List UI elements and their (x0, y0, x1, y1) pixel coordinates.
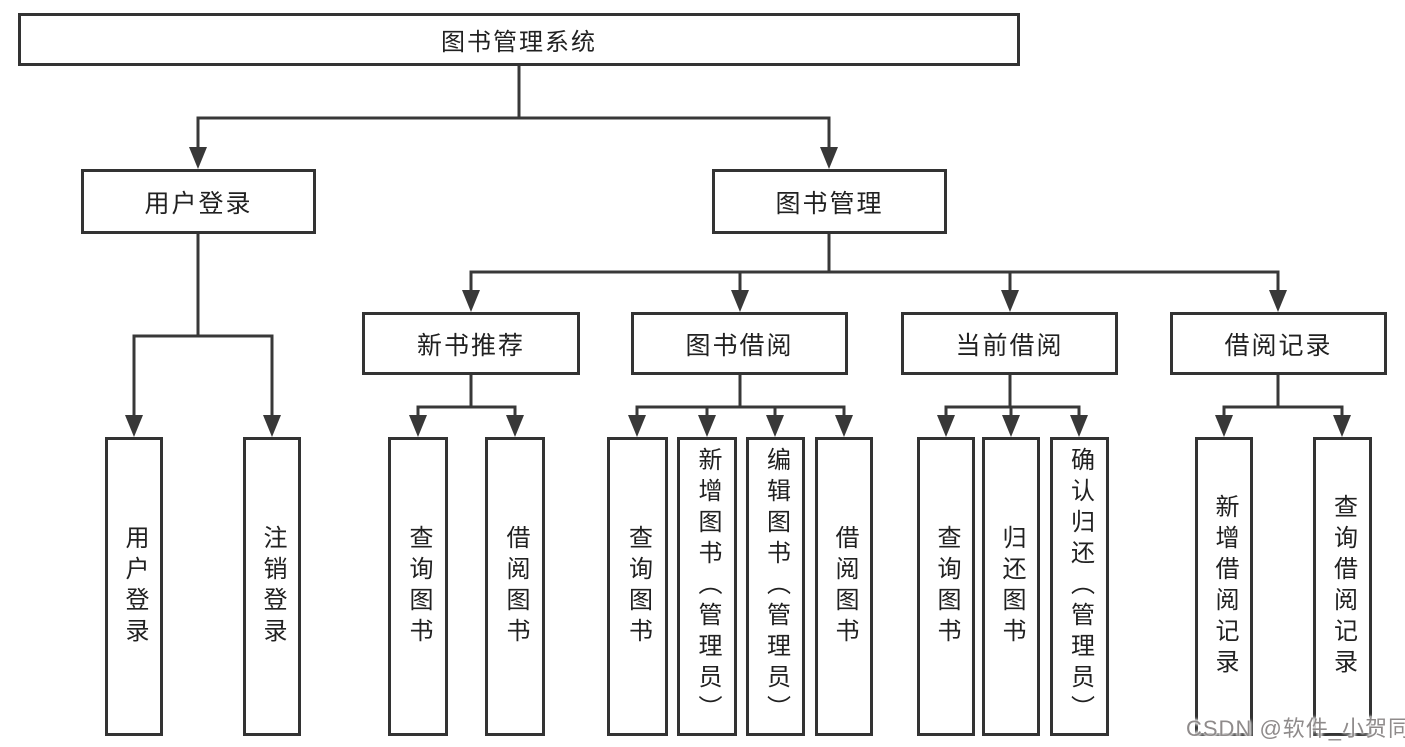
node-new-book-recommend: 新书推荐 (362, 312, 580, 375)
node-label: 图书管理 (775, 189, 884, 218)
node-label: 新增图书（管理员） (694, 447, 721, 726)
arrowhead (409, 415, 427, 437)
node-leaf-borrow-books-recommend: 借阅图书 (485, 437, 545, 736)
node-label: 新书推荐 (416, 331, 525, 360)
node-label: 归还图书 (998, 524, 1025, 649)
arrowhead (1001, 290, 1019, 312)
connector-borrowrecords-to-leaves (1222, 373, 1344, 420)
node-leaf-user-login: 用户登录 (105, 437, 163, 736)
node-leaf-query-books-current: 查询图书 (917, 437, 975, 736)
arrowhead (189, 147, 207, 169)
node-leaf-confirm-return-admin: 确认归还（管理员） (1050, 437, 1109, 736)
connector-bookmgmt-to-level3 (469, 232, 1280, 295)
node-label: 编辑图书（管理员） (762, 447, 790, 726)
connector-userlogin-to-leaves (132, 232, 274, 420)
node-leaf-return-books: 归还图书 (982, 437, 1040, 736)
node-leaf-query-borrow-record: 查询借阅记录 (1313, 437, 1372, 736)
arrowhead (1070, 415, 1088, 437)
arrowhead (628, 415, 646, 437)
connector-currentborrow-to-leaves (944, 373, 1081, 420)
arrowhead (125, 415, 143, 437)
node-leaf-add-books-admin: 新增图书（管理员） (677, 437, 737, 736)
node-leaf-add-borrow-record: 新增借阅记录 (1195, 437, 1253, 736)
arrowhead (1269, 290, 1287, 312)
node-label: 注销登录 (259, 524, 286, 649)
node-label: 查询借阅记录 (1329, 493, 1357, 680)
connector-bookborrow-to-leaves (635, 373, 846, 420)
node-borrow-records: 借阅记录 (1170, 312, 1387, 375)
node-label: 图书管理系统 (441, 29, 597, 56)
node-label: 借阅图书 (502, 524, 529, 649)
node-user-login: 用户登录 (81, 169, 316, 234)
node-label: 当前借阅 (955, 331, 1064, 360)
node-leaf-logout: 注销登录 (243, 437, 301, 736)
arrowhead (766, 415, 784, 437)
connector-newbook-to-leaves (416, 373, 517, 420)
arrowhead (835, 415, 853, 437)
node-book-borrow: 图书借阅 (631, 312, 848, 375)
node-label: 查询图书 (933, 524, 960, 649)
arrowhead (1002, 415, 1020, 437)
arrowhead (820, 147, 838, 169)
node-label: 用户登录 (144, 189, 253, 218)
node-leaf-query-books-recommend: 查询图书 (388, 437, 448, 736)
node-book-management: 图书管理 (712, 169, 947, 234)
node-label: 查询图书 (624, 524, 652, 649)
node-label: 查询图书 (405, 524, 432, 649)
arrowhead (937, 415, 955, 437)
node-label: 新增借阅记录 (1211, 493, 1238, 680)
node-root-library-system: 图书管理系统 (18, 13, 1020, 66)
node-label: 用户登录 (121, 524, 148, 649)
arrowhead (1215, 415, 1233, 437)
node-leaf-query-books-borrow: 查询图书 (607, 437, 668, 736)
arrowhead (698, 415, 716, 437)
connector-root-to-level2 (196, 64, 831, 152)
arrowhead (506, 415, 524, 437)
node-leaf-edit-books-admin: 编辑图书（管理员） (746, 437, 805, 736)
arrowhead (1333, 415, 1351, 437)
node-label: 借阅图书 (831, 524, 858, 649)
csdn-watermark: CSDN @软件_小贺同学 (1186, 716, 1405, 741)
node-label: 确认归还（管理员） (1066, 447, 1094, 726)
arrowhead (462, 290, 480, 312)
arrowhead (263, 415, 281, 437)
node-current-borrow: 当前借阅 (901, 312, 1118, 375)
node-leaf-borrow-books: 借阅图书 (815, 437, 873, 736)
arrowhead (731, 290, 749, 312)
node-label: 借阅记录 (1224, 331, 1333, 360)
node-label: 图书借阅 (685, 331, 794, 360)
